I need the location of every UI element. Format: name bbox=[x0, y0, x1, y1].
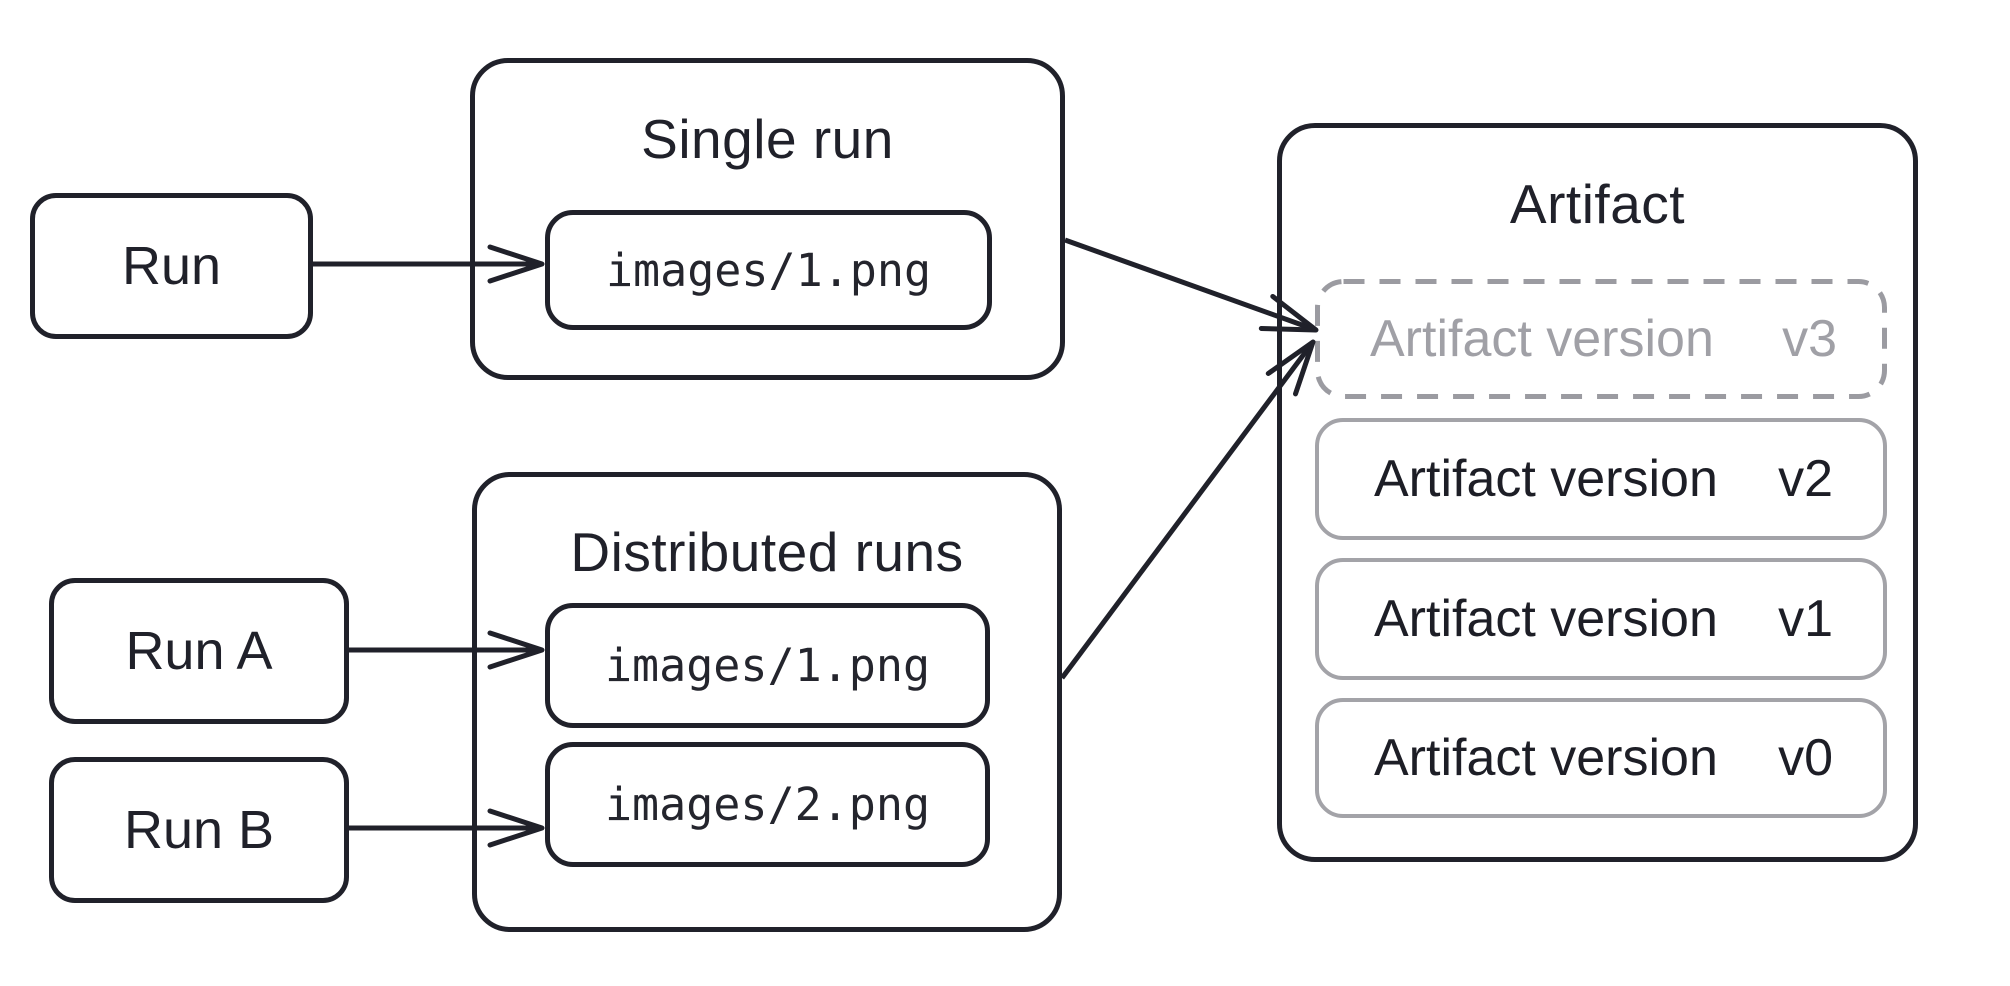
artifact-version-row-v1: Artifact version v1 bbox=[1315, 558, 1887, 680]
run-node-label: Run bbox=[121, 236, 222, 296]
run-node: Run bbox=[30, 193, 313, 339]
artifact-version-tag: v2 bbox=[1778, 450, 1833, 508]
artifact-version-tag: v1 bbox=[1778, 590, 1833, 648]
artifact-version-row-v2: Artifact version v2 bbox=[1315, 418, 1887, 540]
arrow-distributed-runs-to-artifact-v3 bbox=[1059, 339, 1316, 680]
distributed-file-path-2: images/2.png bbox=[604, 778, 931, 831]
single-run-file-path: images/1.png bbox=[605, 243, 932, 297]
distributed-file-path-1: images/1.png bbox=[604, 639, 931, 692]
artifact-version-label: Artifact version bbox=[1374, 590, 1718, 648]
run-a-node: Run A bbox=[49, 578, 349, 724]
artifact-version-label: Artifact version bbox=[1374, 729, 1718, 787]
artifact-version-label: Artifact version bbox=[1374, 450, 1718, 508]
single-run-group-title: Single run bbox=[641, 108, 894, 170]
artifact-panel-title: Artifact bbox=[1509, 172, 1686, 235]
single-run-file-node: images/1.png bbox=[545, 210, 992, 330]
run-b-node-label: Run B bbox=[123, 800, 275, 860]
single-run-group: Single run images/1.png bbox=[470, 58, 1065, 380]
artifact-panel: Artifact Artifact version v3 Artifact ve… bbox=[1277, 123, 1918, 862]
artifact-version-label: Artifact version bbox=[1370, 310, 1714, 368]
artifact-version-row-v0: Artifact version v0 bbox=[1315, 698, 1887, 818]
run-a-node-label: Run A bbox=[125, 621, 273, 681]
distributed-file-node-2: images/2.png bbox=[545, 742, 990, 867]
run-b-node: Run B bbox=[49, 757, 349, 903]
artifact-version-row-v3: Artifact version v3 bbox=[1315, 279, 1887, 399]
artifact-version-tag: v0 bbox=[1778, 729, 1833, 787]
artifact-version-tag: v3 bbox=[1782, 310, 1837, 368]
distributed-runs-group: Distributed runs images/1.png images/2.p… bbox=[472, 472, 1062, 932]
distributed-file-node-1: images/1.png bbox=[545, 603, 990, 728]
distributed-runs-group-title: Distributed runs bbox=[570, 521, 964, 583]
